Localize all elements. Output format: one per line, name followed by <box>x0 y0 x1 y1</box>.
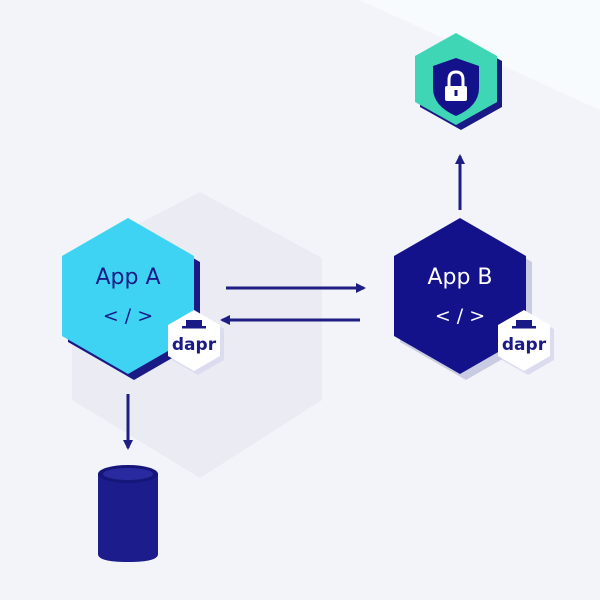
app-a-node[interactable]: App A < / > <box>62 218 200 380</box>
dapr-hat-icon <box>516 320 532 327</box>
dapr-b-label: dapr <box>502 335 547 355</box>
dapr-a-label: dapr <box>172 335 217 355</box>
app-b-code-label: < / > <box>435 305 485 327</box>
dapr-sidecar-a[interactable]: dapr <box>168 310 224 375</box>
app-a-code-label: < / > <box>103 305 153 327</box>
dapr-hat-icon <box>186 320 202 327</box>
dapr-sidecar-b[interactable]: dapr <box>498 310 554 375</box>
database-icon[interactable] <box>98 465 158 562</box>
app-b-title: App B <box>427 265 492 290</box>
lock-shield-icon[interactable] <box>415 33 502 130</box>
app-a-title: App A <box>95 265 160 290</box>
